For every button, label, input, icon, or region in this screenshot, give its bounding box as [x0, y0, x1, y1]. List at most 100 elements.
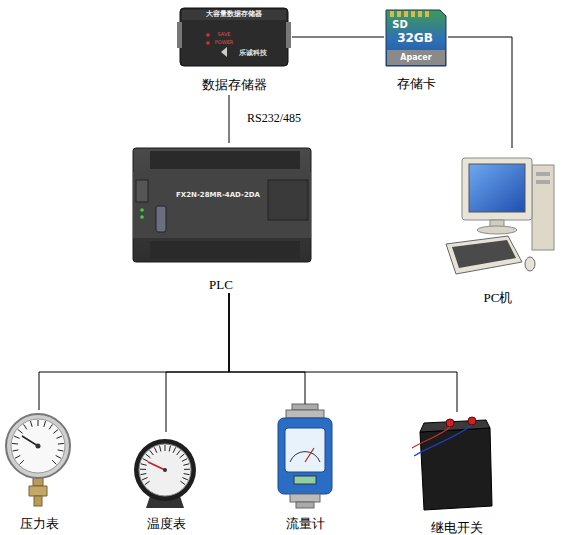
data-storage-device-part: [206, 41, 210, 45]
data-storage-device-part: [182, 10, 286, 20]
temperature-gauge-part: [169, 446, 170, 452]
flow-meter-part: [296, 502, 314, 508]
pressure-gauge-part: [36, 444, 41, 449]
pc-computer-part: [469, 164, 525, 212]
connector-line: [292, 37, 384, 38]
pc-computer-part: [525, 257, 535, 271]
pressure-gauge-part: [49, 424, 52, 429]
pressure-gauge-part: [38, 420, 39, 426]
plc-unit: [133, 148, 311, 262]
flow-meter-part: [294, 476, 316, 484]
pressure-gauge-part: [56, 455, 61, 458]
pressure-gauge-part: [56, 436, 62, 438]
temperature-gauge-part: [182, 459, 187, 462]
plc-unit-part: [150, 151, 300, 169]
pressure-gauge-node: 压力表: [0, 410, 78, 532]
pc-computer-part: [462, 158, 532, 220]
temperature-gauge-part: [165, 445, 166, 451]
plc-model: FX2N-28MR-4AD-2DA: [168, 192, 268, 199]
flow-meter-part: [286, 410, 324, 418]
node-caption: 继电开关: [431, 520, 483, 535]
plc-unit-part: [133, 148, 311, 262]
pressure-gauge-part: [15, 455, 20, 458]
pressure-gauge-part: [22, 436, 38, 446]
temperature-gauge-part: [145, 481, 150, 485]
sd-card-part: [411, 11, 415, 17]
card-logo: SD: [388, 20, 412, 30]
pressure-gauge-part: [52, 460, 56, 464]
relay-switch-part: [468, 417, 476, 425]
temperature-gauge-part: [140, 474, 146, 475]
plc-unit-part: [140, 215, 144, 219]
relay-switch: [412, 417, 492, 510]
flow-meter: [278, 404, 332, 508]
temperature-gauge-part: [139, 444, 191, 496]
card-capacity: 32GB: [390, 32, 440, 44]
sd-card-part: [404, 11, 408, 17]
connector-line: [229, 95, 230, 143]
pressure-gauge-part: [44, 421, 46, 427]
pressure-gauge-part: [6, 414, 70, 478]
temperature-gauge-part: [150, 450, 154, 455]
temperature-gauge-part: [146, 454, 151, 458]
pressure-gauge-part: [29, 486, 47, 496]
pressure-gauge-part: [12, 443, 18, 445]
card-brand: Apacer: [388, 54, 444, 62]
connector-line: [229, 293, 305, 404]
pressure-gauge-part: [20, 460, 24, 464]
maker-logo: 乐诚科技: [228, 50, 278, 57]
flow-meter-node: 流量计: [262, 404, 348, 532]
temperature-gauge: [134, 439, 196, 508]
relay-switch-part: [420, 420, 490, 432]
temperature-gauge-part: [154, 447, 157, 452]
data-storage-device-part: [206, 33, 210, 37]
node-caption: PLC: [209, 277, 233, 293]
flow-meter-part: [305, 448, 314, 462]
plc-unit-part: [136, 180, 148, 202]
sd-card-part: [387, 50, 445, 65]
temperature-gauge-part: [184, 474, 190, 475]
sd-card: [386, 10, 446, 66]
pc-computer: [446, 158, 554, 274]
node-caption: PC机: [484, 290, 513, 306]
pressure-gauge-part: [12, 450, 18, 451]
plc-unit-part: [156, 206, 166, 232]
pressure-gauge-part: [14, 436, 20, 438]
node-caption: 流量计: [286, 516, 325, 532]
temperature-gauge-part: [173, 447, 176, 452]
node-caption: 压力表: [20, 516, 59, 532]
pressure-gauge-part: [58, 443, 64, 445]
temperature-gauge-part: [148, 462, 165, 470]
temperature-gauge-part: [163, 468, 167, 472]
sd-card-part: [418, 11, 422, 17]
relay-switch-part: [420, 428, 492, 510]
node-caption: 数据存储器: [202, 77, 267, 93]
pc-computer-part: [536, 180, 550, 184]
temperature-gauge-part: [143, 459, 148, 462]
temperature-gauge-part: [142, 478, 148, 480]
pressure-gauge-part: [53, 430, 58, 434]
sd-card-part: [390, 11, 394, 17]
plc-unit-part: [140, 208, 144, 212]
relay-switch-part: [414, 425, 472, 456]
data-storage-device: [177, 8, 291, 66]
temperature-gauge-part: [184, 469, 190, 470]
pc-computer-part: [536, 172, 550, 176]
pressure-gauge-part: [18, 430, 23, 434]
temperature-gauge-part: [140, 469, 146, 470]
edge-label: RS232/485: [247, 111, 301, 125]
led-label: SAVE: [212, 32, 236, 37]
pressure-gauge-part: [30, 421, 32, 427]
pressure-gauge-part: [34, 496, 42, 506]
temperature-gauge-part: [180, 454, 185, 458]
temperature-gauge-part: [134, 439, 196, 501]
data-storage-device-part: [177, 22, 182, 48]
temperature-gauge-part: [177, 450, 181, 455]
flow-meter-part: [292, 404, 318, 410]
node-caption: 温度表: [147, 516, 186, 532]
connector-line: [39, 293, 229, 410]
sd-card-part: [397, 11, 401, 17]
